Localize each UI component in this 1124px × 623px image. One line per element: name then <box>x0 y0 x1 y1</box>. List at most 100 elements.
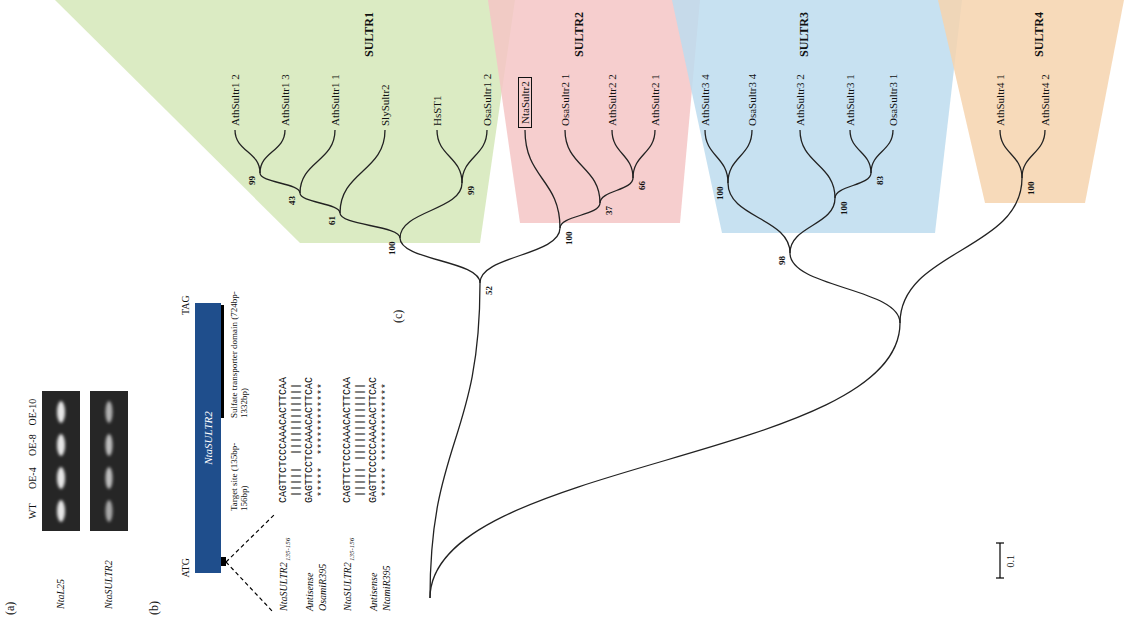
tree-branch <box>300 193 340 213</box>
leaf-label: AthSultr1 1 <box>329 74 342 126</box>
tree-branch <box>340 130 385 213</box>
tree-branch <box>260 130 285 173</box>
lane-label: OE-10 <box>27 399 39 426</box>
leaf-label: OsaSultr3 4 <box>746 74 759 126</box>
leaf-label: AthSultr1 3 <box>279 74 292 126</box>
band-fill <box>672 0 962 233</box>
leaf-label: AthSultr3 4 <box>699 74 712 126</box>
bootstrap-value: 98 <box>777 256 787 265</box>
tree-branch <box>600 178 633 203</box>
tree-branch <box>900 178 1022 323</box>
sequence-name: Antisense <box>368 573 380 611</box>
tree-branch <box>1022 130 1045 178</box>
bootstrap-value: 37 <box>604 206 614 215</box>
leaf-label: NtaSultr2 <box>519 81 532 124</box>
tree-branch <box>430 283 480 598</box>
domain-note: Sulfate transporter domain (724bp-1332bp… <box>229 288 250 418</box>
bootstrap-value: 100 <box>387 242 397 256</box>
match-stars: ***** ************ <box>317 383 329 497</box>
scale-value: 0.1 <box>1005 555 1017 568</box>
match-stars: ***** ************* <box>381 383 393 497</box>
match-bars: ||||| ||||||||||||| <box>355 383 367 497</box>
clade-name: SULTR1 <box>363 12 377 57</box>
gel-band <box>106 401 113 423</box>
bootstrap-value: 100 <box>1026 182 1036 196</box>
bootstrap-value: 100 <box>839 202 849 216</box>
leaf-label: AthSultr4 1 <box>994 74 1007 126</box>
tree-branch <box>633 130 655 178</box>
sequence: GAGTTCCTCCAAACACTTCAC <box>304 377 316 503</box>
tree-branch <box>790 253 900 323</box>
scale-bar-tick <box>996 577 1004 578</box>
tree-branch <box>430 323 900 598</box>
site-note: Target site (135bp-156bp) <box>229 423 250 511</box>
tree-branch <box>260 173 300 193</box>
gel-band <box>106 467 113 489</box>
gene-name: NtaSULTR2 <box>202 411 215 465</box>
tree-branch <box>560 203 600 228</box>
sequence-name: NtaSULTR2 <box>278 562 290 611</box>
tree-branch <box>800 130 835 198</box>
tree-branch <box>462 130 487 183</box>
scale-bar <box>999 543 1000 578</box>
bootstrap-value: 52 <box>484 286 494 295</box>
gene-bar: NtaSULTR2 <box>195 303 221 573</box>
domain-line <box>221 305 224 418</box>
leaf-label: SlySultr2 <box>379 84 392 126</box>
leaf-label: AthSultr3 2 <box>794 74 807 126</box>
subscript: 135-156 <box>284 538 292 561</box>
tree-branch <box>300 130 335 193</box>
clade-band: SULTR4 <box>938 0 1124 203</box>
band-fill <box>488 0 700 223</box>
lane-label: OE-8 <box>27 434 39 456</box>
tree-branch <box>705 130 728 183</box>
clade-name: SULTR3 <box>798 12 812 57</box>
bootstrap-value: 99 <box>247 176 257 185</box>
bootstrap-value: 66 <box>637 181 647 190</box>
tree-branch <box>235 130 260 173</box>
tree-branch <box>728 130 752 183</box>
tree-branch <box>340 213 400 238</box>
tree-branch <box>437 130 462 183</box>
tree-branch <box>728 183 790 253</box>
tree-branch <box>565 130 600 203</box>
bootstrap-value: 99 <box>466 186 476 195</box>
sequence-name: NtaSULTR2 <box>342 562 354 611</box>
leaf-label: AthSultr1 2 <box>229 74 242 126</box>
gel-label: NtaSULTR2 <box>103 560 115 609</box>
tree-branch <box>525 130 560 228</box>
tree-branch <box>400 238 480 283</box>
band-shape <box>938 0 1124 203</box>
tree-branch <box>790 198 835 253</box>
bootstrap-value: 43 <box>287 196 297 205</box>
gel-band <box>57 401 65 423</box>
panel-letter: (a) <box>4 602 18 615</box>
zoom-line <box>226 562 274 613</box>
panel-letter: (c) <box>392 310 406 323</box>
band-fill <box>55 0 515 243</box>
tree-branch <box>850 130 871 173</box>
target-site-mark <box>221 557 226 566</box>
sequence: GAGTTCCCCCAAACACTTCAC <box>368 377 380 503</box>
codon-label: ATG <box>180 558 192 577</box>
gel-band <box>106 434 113 456</box>
leaf-label: AthSultr4 2 <box>1039 74 1052 126</box>
sequence-name: OsamiR395 <box>317 564 329 611</box>
zoom-line <box>226 515 274 562</box>
tree-branch <box>871 130 893 173</box>
highlight-box: NtaSultr2 <box>518 77 533 128</box>
gel-label: NtaL25 <box>55 579 67 609</box>
tree-branch <box>835 173 871 198</box>
match-bars: ||||| |||||||||||| <box>291 383 303 497</box>
sequence-name: Antisense <box>304 573 316 611</box>
leaf-label: AthSultr3 1 <box>844 74 857 126</box>
tree-branch <box>400 183 462 238</box>
lane-label: OE-4 <box>27 467 39 489</box>
leaf-label: OsaSultr3 1 <box>887 74 900 126</box>
bootstrap-value: 100 <box>715 187 725 201</box>
gel-image <box>90 391 128 531</box>
bootstrap-value: 83 <box>875 176 885 185</box>
gel-band <box>57 500 65 522</box>
bootstrap-value: 100 <box>564 232 574 246</box>
